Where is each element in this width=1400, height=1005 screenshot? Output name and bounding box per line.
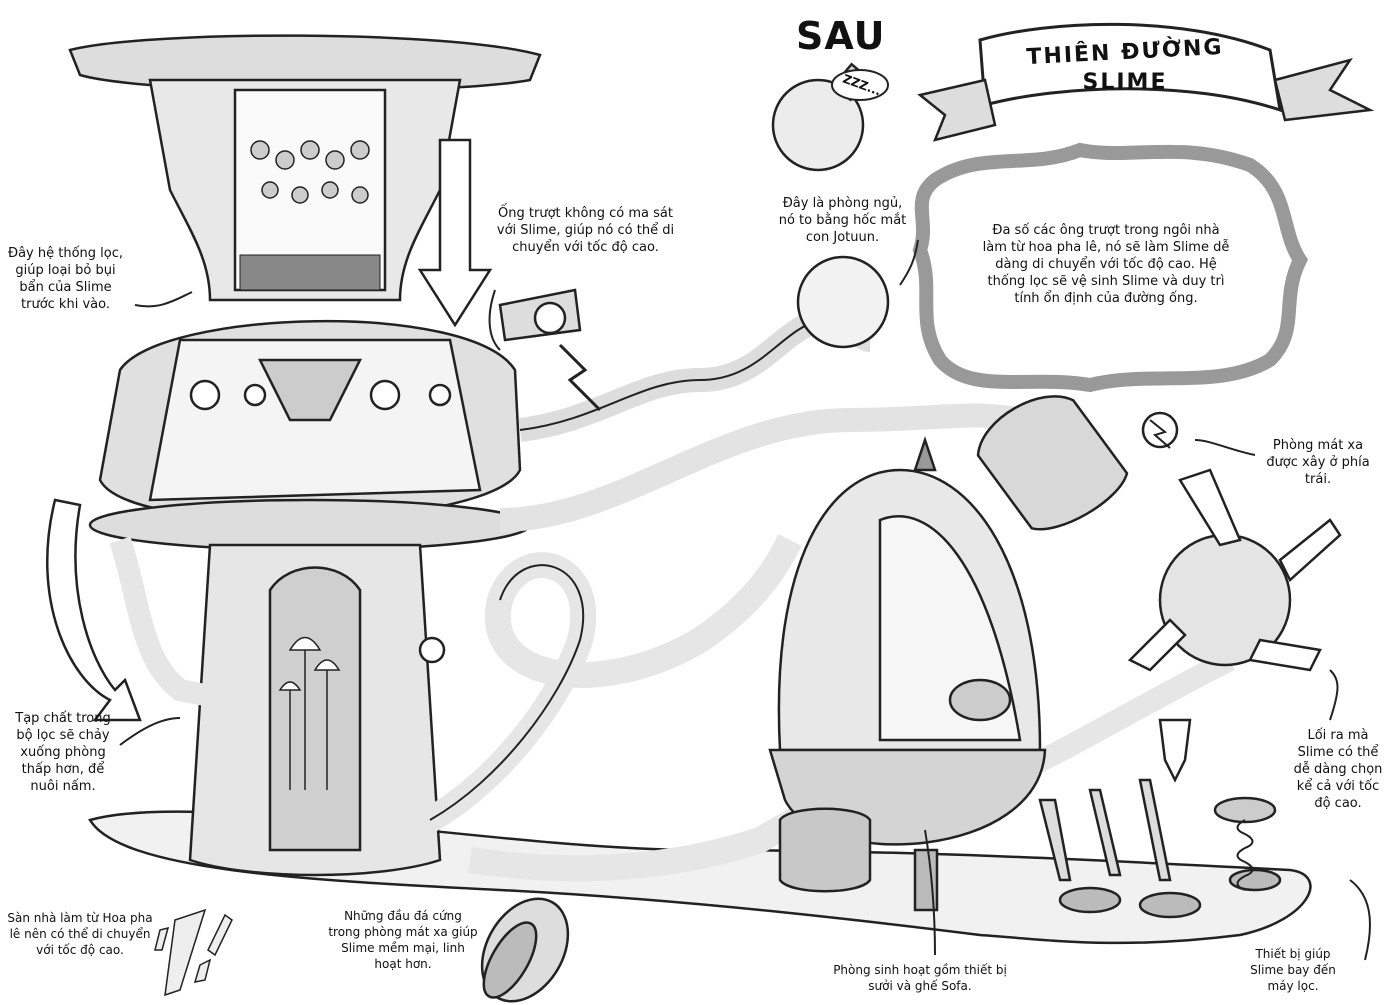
title-banner [978,22,1282,113]
note-filter-system: Đây hệ thống lọc, giúp loại bỏ bụi bẩn c… [8,246,123,312]
note-launcher: Thiết bị giúp Slime bay đến máy lọc. [1250,947,1336,993]
banner-title-line2: SLIME [1082,70,1168,95]
exit-gates [1038,718,1192,882]
floor-holes [1058,868,1282,919]
note-impurities: Tạp chất trong bộ lọc sẽ chảy xuống phòn… [15,711,111,794]
note-massage-room: Phòng mát xa được xây ở phía trái. [1266,438,1370,487]
floor-barrel [778,807,872,893]
note-living-room: Phòng sinh hoạt gồm thiết bị sưởi và ghế… [833,963,1007,993]
note-bedroom: Đây là phòng ngủ, nó to bằng hốc mắt con… [778,196,907,245]
mushrooms [278,636,341,790]
note-massage-stones: Những đầu đá cứng trong phòng mát xa giú… [328,909,478,971]
note-main-description: Đa số các ông trượt trong ngôi nhà làm t… [982,223,1230,306]
barrel-tube [976,395,1129,531]
down-arrow-icon [417,138,493,328]
note-slide-tube: Ống trượt không có ma sát với Slime, giú… [496,206,675,255]
note-exit: Lối ra mà Slime có thể dễ dàng chọn kể c… [1293,728,1383,811]
splash-frame [912,142,1309,393]
sleeping-potion [771,78,865,172]
spring-launcher [1213,796,1277,891]
curved-arrow-icon [46,498,142,722]
crystal-shards [154,908,233,997]
page-heading: SAU [796,14,886,58]
bedroom-sphere [796,255,890,349]
exit-arrow-icon [1158,718,1192,783]
note-floor: Sàn nhà làm từ Hoa pha lê nên có thể di … [7,911,153,957]
